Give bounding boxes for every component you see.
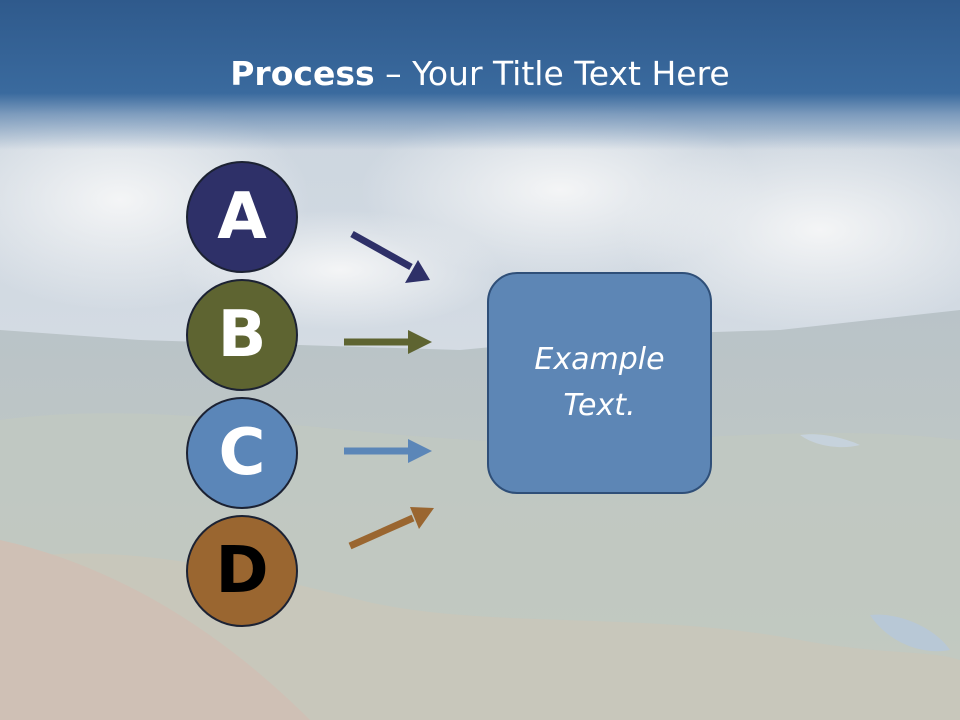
step-letter-a: A: [217, 180, 267, 254]
title-separator: –: [374, 54, 413, 93]
box-text-line2: Text.: [563, 388, 636, 423]
step-letter-b: B: [217, 298, 267, 372]
example-text-box: Example Text.: [487, 272, 712, 494]
title-rest: Your Title Text Here: [412, 54, 730, 93]
title-bold: Process: [230, 54, 375, 93]
title-bar: [0, 0, 960, 150]
slide-title: Process – Your Title Text Here: [0, 52, 960, 96]
step-circle-a: A: [186, 161, 298, 273]
box-text-line1: Example: [534, 342, 665, 377]
step-circle-c: C: [186, 397, 298, 509]
step-letter-c: C: [218, 416, 266, 490]
step-letter-d: D: [215, 534, 269, 608]
step-circle-d: D: [186, 515, 298, 627]
step-circle-b: B: [186, 279, 298, 391]
